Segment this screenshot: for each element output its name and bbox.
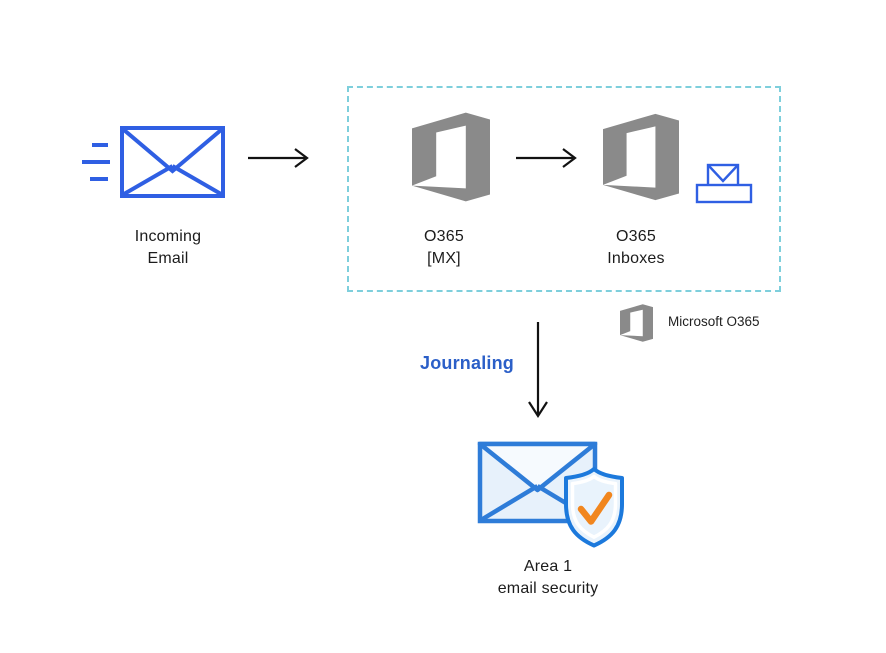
microsoft-o365-legend-label: Microsoft O365 [668,314,760,329]
arrow-down-icon [528,322,548,419]
journaling-label: Journaling [420,353,515,373]
o365-inboxes-label: O365 Inboxes [607,228,665,267]
incoming-email-envelope-icon [82,126,225,198]
incoming-email-label: Incoming Email [134,228,202,267]
area1-email-security-icon [477,441,624,548]
o365-mx-label: O365 [MX] [424,228,464,267]
microsoft-o365-legend-logo [620,304,653,342]
o365-group-box [347,86,781,292]
area1-label: Area 1 email security [497,558,599,597]
arrow-right-icon [248,148,309,168]
tray [695,183,753,204]
inbox-envelope-tray-icon [695,163,753,204]
envelope-fold-right [171,164,222,196]
office-365-mx-logo [412,112,490,202]
shield-icon [564,467,624,548]
envelope-flap [708,165,738,183]
envelope-flap [477,441,598,493]
office-365-inboxes-logo [603,113,679,201]
envelope-fold-left [123,164,174,196]
envelope-fold-left [479,484,539,522]
arrow-right-icon [516,148,577,168]
shield-inner-outline [570,474,618,539]
checkmark-icon [577,491,613,525]
envelope-flap [122,128,223,174]
